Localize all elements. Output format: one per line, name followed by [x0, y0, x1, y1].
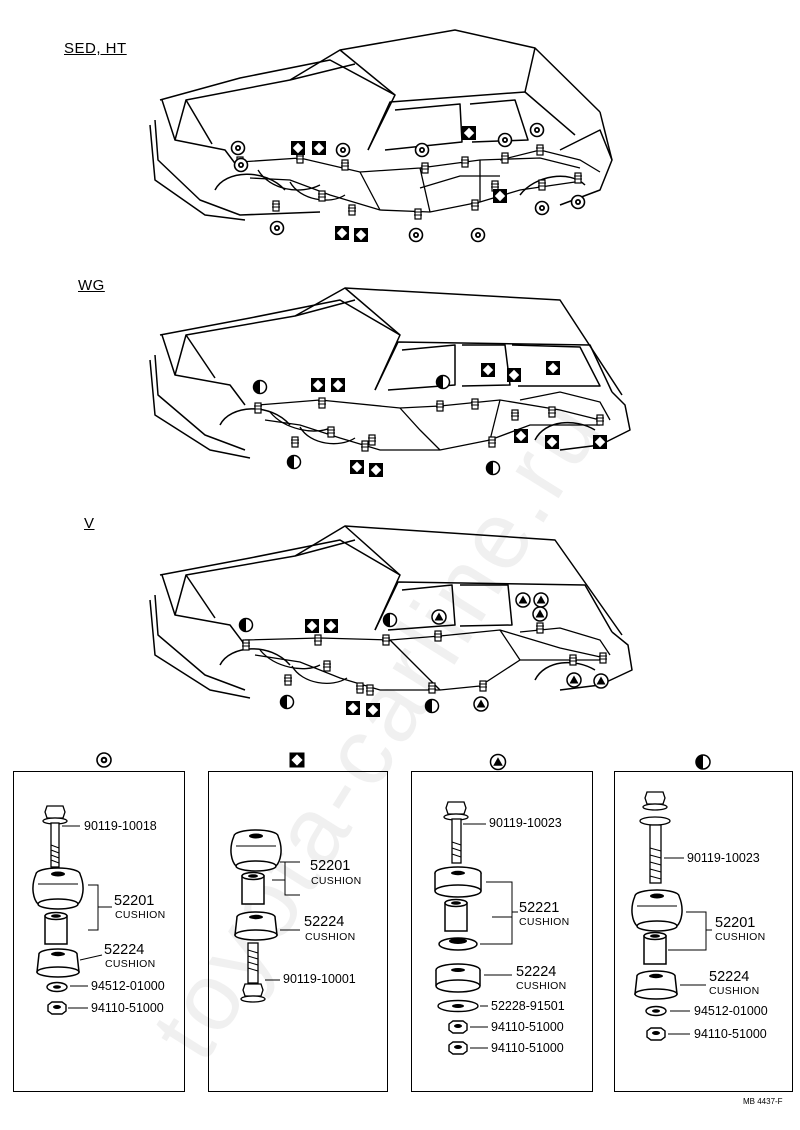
section-label-sed-ht: SED, HT	[64, 40, 127, 57]
part-description: CUSHION	[115, 909, 166, 921]
car-wg	[149, 287, 631, 477]
section-label-wg: WG	[78, 277, 105, 294]
part-number: 52224	[516, 964, 557, 980]
part-description: CUSHION	[516, 980, 567, 992]
part-number: 94110-51000	[91, 1001, 164, 1015]
part-description: CUSHION	[311, 875, 362, 887]
part-number: 90119-10023	[489, 816, 562, 830]
part-number: 52201	[310, 858, 351, 874]
section-label-v: V	[84, 515, 95, 532]
part-number: 90119-10001	[283, 972, 356, 986]
detail-panel-diamond	[208, 771, 388, 1092]
part-description: CUSHION	[305, 931, 356, 943]
part-number: 52224	[709, 969, 750, 985]
part-number: 94512-01000	[91, 979, 165, 993]
part-number: 52201	[715, 915, 756, 931]
part-number: 94512-01000	[694, 1004, 768, 1018]
part-number: 94110-51000	[694, 1027, 767, 1041]
part-number: 52224	[104, 942, 145, 958]
detail-panel-ring	[13, 771, 185, 1092]
figure-code: MB 4437-F	[743, 1097, 783, 1106]
detail-panel-triangle	[411, 771, 593, 1092]
part-number: 94110-51000	[491, 1020, 564, 1034]
part-number: 52201	[114, 893, 155, 909]
car-sed-ht	[149, 29, 613, 243]
part-number: 52224	[304, 914, 345, 930]
detail-panel-half-circle	[614, 771, 793, 1092]
part-number: 52228-91501	[491, 999, 565, 1013]
part-number: 90119-10023	[687, 851, 760, 865]
part-description: CUSHION	[105, 958, 156, 970]
part-number: 90119-10018	[84, 819, 157, 833]
part-description: CUSHION	[519, 916, 570, 928]
car-frame-diagrams	[149, 29, 633, 717]
part-number: 52221	[519, 900, 560, 916]
part-number: 94110-51000	[491, 1041, 564, 1055]
part-description: CUSHION	[715, 931, 766, 943]
car-v	[149, 525, 633, 717]
part-description: CUSHION	[709, 985, 760, 997]
